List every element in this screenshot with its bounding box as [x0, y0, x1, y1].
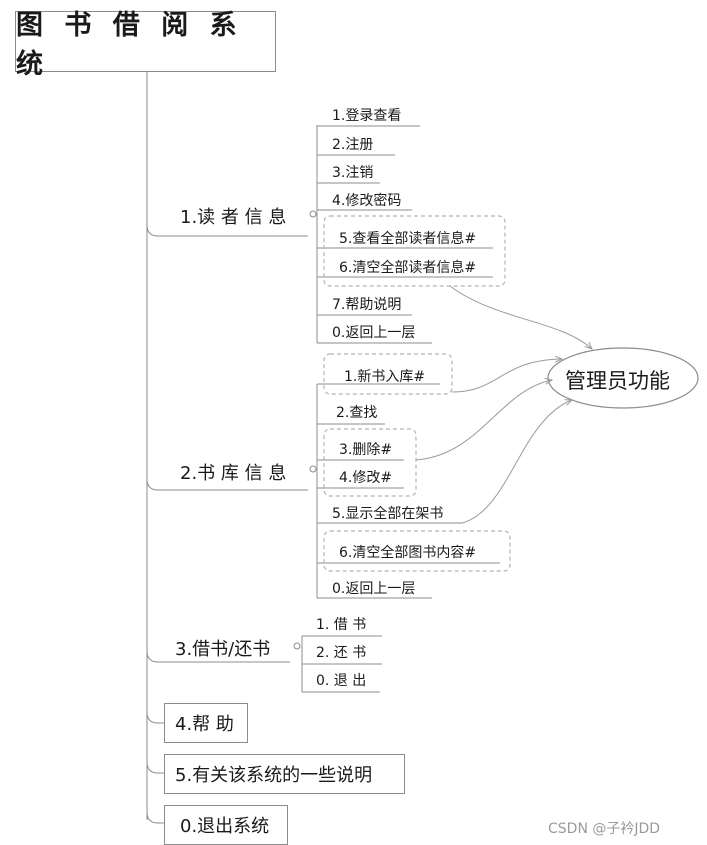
- reader-item-unregister[interactable]: 3.注销: [332, 165, 374, 181]
- reader-item-back[interactable]: 0.返回上一层: [332, 325, 416, 341]
- library-item-delete[interactable]: 3.删除#: [339, 442, 393, 458]
- borrow-item-return[interactable]: 2. 还 书: [316, 645, 367, 661]
- watermark: CSDN @子衿JDD: [548, 821, 661, 837]
- admin-function-label: 管理员功能: [565, 369, 670, 393]
- library-item-clear-all[interactable]: 6.清空全部图书内容#: [339, 545, 477, 561]
- library-item-modify[interactable]: 4.修改#: [339, 470, 393, 486]
- box-help[interactable]: 4.帮 助: [164, 703, 248, 743]
- branch-borrow-return[interactable]: 3.借书/还书: [175, 639, 271, 660]
- reader-item-help[interactable]: 7.帮助说明: [332, 297, 402, 313]
- reader-item-change-password[interactable]: 4.修改密码: [332, 193, 402, 209]
- borrow-item-exit[interactable]: 0. 退 出: [316, 673, 367, 689]
- reader-item-register[interactable]: 2.注册: [332, 137, 374, 153]
- box-system-notes[interactable]: 5.有关该系统的一些说明: [164, 754, 405, 794]
- reader-item-view-all[interactable]: 5.查看全部读者信息#: [339, 231, 477, 247]
- box-exit-system[interactable]: 0.退出系统: [164, 805, 288, 845]
- library-item-show-all[interactable]: 5.显示全部在架书: [332, 506, 444, 522]
- library-item-back[interactable]: 0.返回上一层: [332, 581, 416, 597]
- root-title: 图 书 借 阅 系 统: [15, 10, 276, 80]
- reader-item-login[interactable]: 1.登录查看: [332, 108, 402, 124]
- borrow-item-borrow[interactable]: 1. 借 书: [316, 617, 367, 633]
- library-item-new-book[interactable]: 1.新书入库#: [344, 369, 426, 385]
- branch-reader-info[interactable]: 1.读 者 信 息: [180, 207, 287, 228]
- reader-item-clear-all[interactable]: 6.清空全部读者信息#: [339, 260, 477, 276]
- library-item-search[interactable]: 2.查找: [336, 405, 378, 421]
- branch-library-info[interactable]: 2.书 库 信 息: [180, 463, 287, 484]
